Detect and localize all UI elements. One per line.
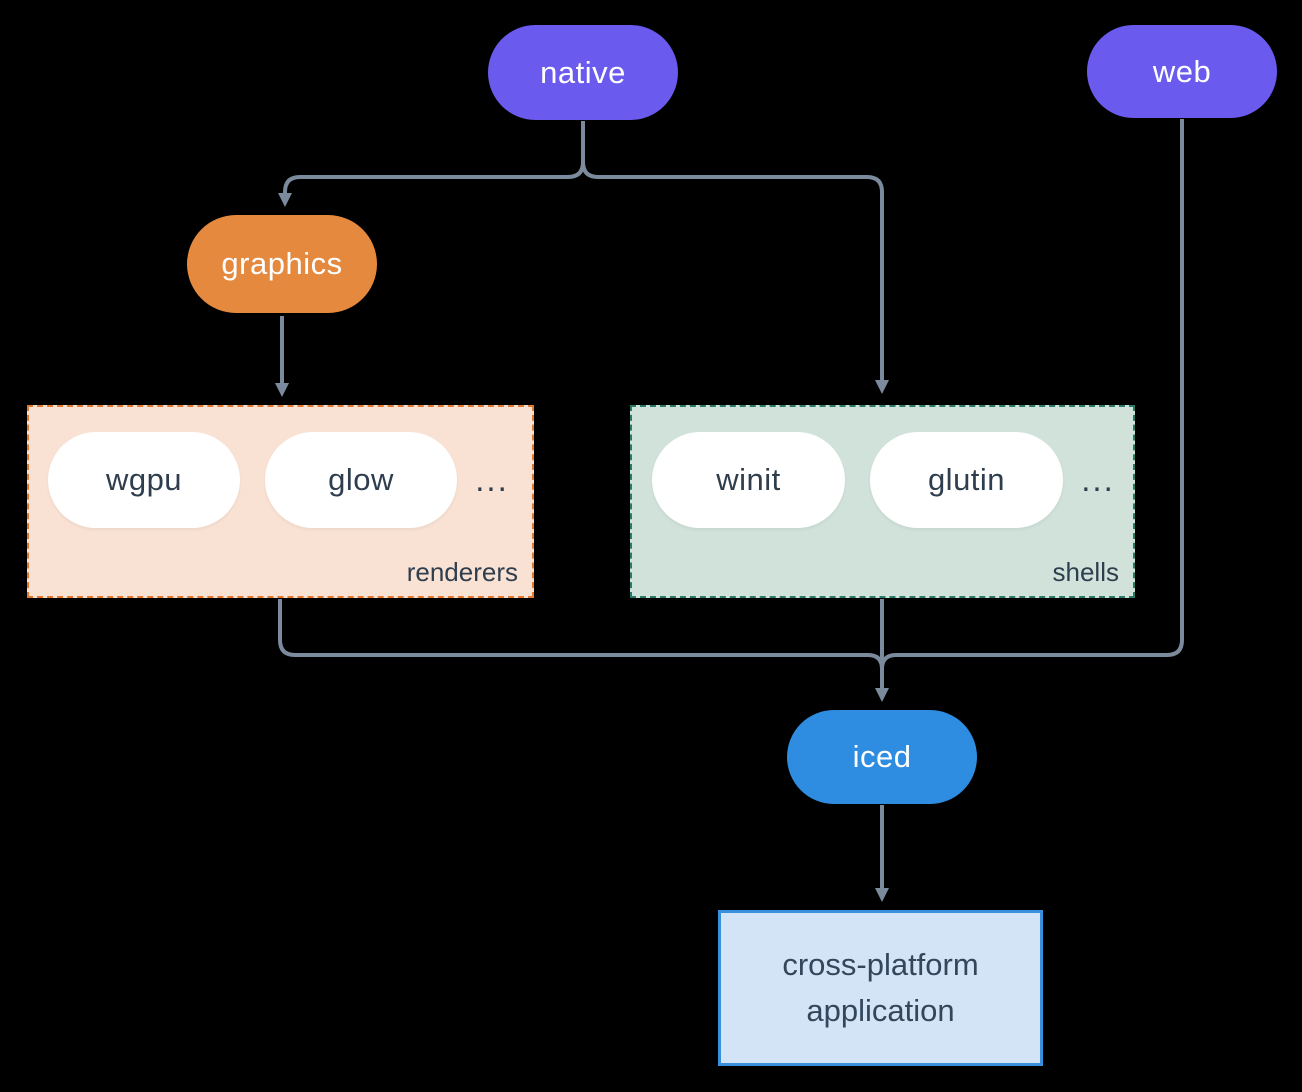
- pill-glutin: glutin: [870, 432, 1063, 528]
- pill-glow: glow: [265, 432, 457, 528]
- shells-label: shells: [1052, 557, 1119, 587]
- node-native: native: [488, 25, 678, 120]
- node-web: web: [1087, 25, 1277, 118]
- pill-winit: winit: [652, 432, 845, 528]
- node-application: cross-platform application: [718, 910, 1043, 1066]
- pill-wgpu: wgpu: [48, 432, 240, 528]
- edge-renderers-merge: [278, 599, 884, 670]
- shells-ellipsis: ...: [1081, 461, 1115, 498]
- edge-native-graphics: [278, 121, 585, 207]
- node-graphics: graphics: [187, 215, 377, 313]
- node-iced: iced: [787, 710, 977, 804]
- renderers-label-wrap: renderers: [27, 405, 534, 598]
- renderers-ellipsis: ...: [475, 461, 509, 498]
- shells-label-wrap: shells: [630, 405, 1135, 598]
- renderers-label: renderers: [406, 557, 518, 587]
- edge-native-shells: [581, 161, 889, 394]
